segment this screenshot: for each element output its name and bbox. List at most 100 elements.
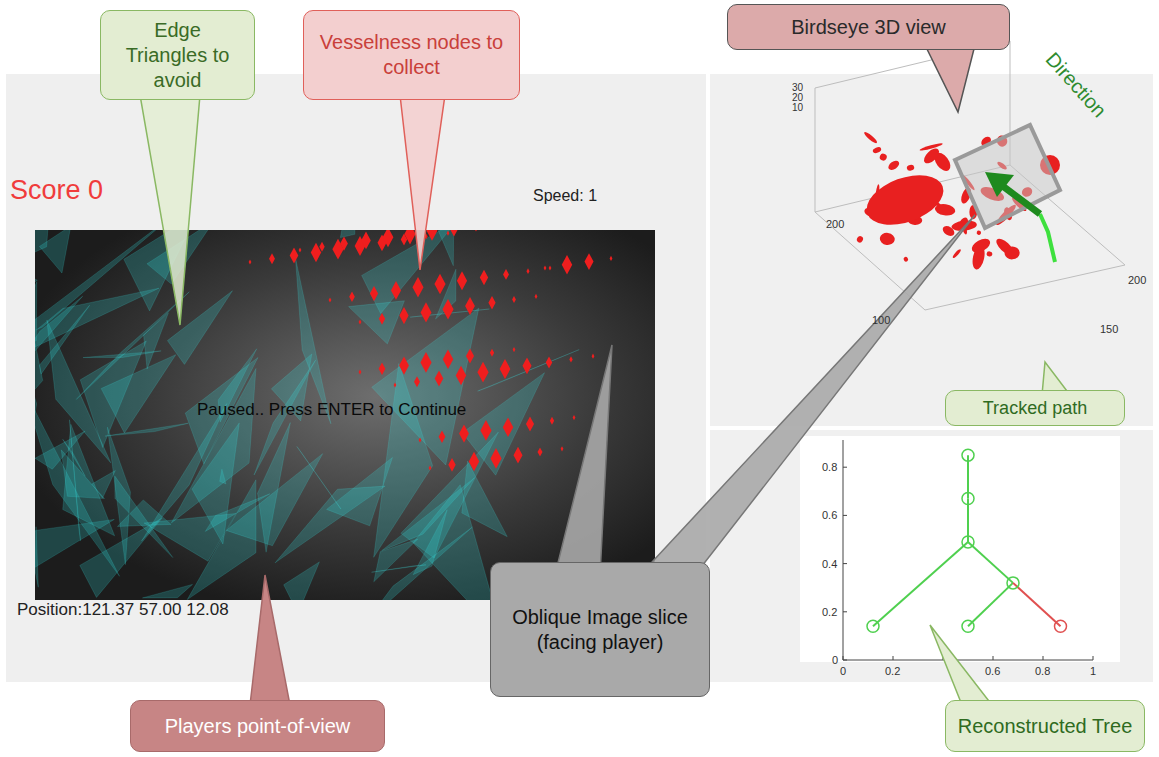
vesselness-node <box>449 230 459 237</box>
x-axis <box>843 660 1093 661</box>
annotation-callout: Reconstructed Tree <box>945 700 1145 752</box>
slice-rectangle <box>955 125 1060 228</box>
vesselness-node <box>434 274 445 295</box>
axis-tick-label: 0.6 <box>822 509 837 521</box>
vesselness-node <box>379 363 386 376</box>
vesselness-node <box>319 242 324 252</box>
callout-tail <box>930 625 992 705</box>
vesselness-node <box>394 382 397 387</box>
callout-tail <box>640 215 975 575</box>
birdseye-panel <box>710 74 1153 426</box>
tree-branch <box>968 542 1013 583</box>
edge-triangle <box>83 351 161 358</box>
vesselness-node <box>420 352 431 373</box>
edge-triangle <box>63 424 115 535</box>
edge-triangle <box>438 230 453 266</box>
vesselness-node <box>490 349 494 357</box>
tick <box>843 515 847 516</box>
edge-triangle <box>105 423 188 436</box>
vesselness-node <box>535 294 538 299</box>
vessel-blob <box>856 235 864 244</box>
tick <box>843 563 847 564</box>
vesselness-node <box>456 366 466 385</box>
vessel-blob <box>919 142 943 152</box>
vesselness-node <box>399 307 408 324</box>
vesselness-node <box>412 277 423 298</box>
direction-arrowhead <box>985 172 1014 197</box>
tick <box>843 656 844 660</box>
annotation-callout: Tracked path <box>945 390 1125 426</box>
vesselness-node <box>361 231 371 249</box>
vesselness-node <box>480 420 491 441</box>
edge-triangle <box>374 539 418 582</box>
vesselness-node <box>329 297 332 302</box>
vesselness-node <box>465 297 475 315</box>
vesselness-node <box>472 230 480 232</box>
tree-plot-area <box>800 436 1120 662</box>
axis-line <box>925 265 1125 310</box>
vesselness-node <box>503 417 514 437</box>
axis-tick-label: 100 <box>872 314 890 326</box>
tree-branch <box>1013 583 1061 626</box>
edge-triangle <box>284 562 320 600</box>
vessel-blob <box>872 146 882 154</box>
tick <box>993 656 994 660</box>
edge-triangle <box>39 230 70 273</box>
vesselness-node <box>477 362 488 383</box>
birdseye-plot <box>815 41 1125 310</box>
vesselness-node <box>359 369 362 374</box>
tree-node <box>1007 577 1019 589</box>
vesselness-node <box>546 357 552 369</box>
score-text: Score 0 <box>10 176 103 206</box>
vesselness-node <box>419 437 422 442</box>
annotation-callout: Oblique Image slice (facing player) <box>490 562 710 697</box>
vesselness-nodes <box>249 230 613 472</box>
edge-triangle <box>35 377 37 419</box>
edge-triangle <box>295 258 330 424</box>
vesselness-node <box>513 347 516 352</box>
vessel-blob <box>970 236 993 255</box>
vesselness-node <box>610 256 613 261</box>
axis-tick-label: 200 <box>826 218 844 230</box>
vesselness-node <box>269 253 275 264</box>
axis-tick-label: 0.6 <box>985 665 1000 677</box>
vesselness-node <box>443 349 454 369</box>
tick <box>843 660 847 661</box>
annotation-callout: Edge Triangles to avoid <box>100 10 255 100</box>
vesselness-node <box>549 265 552 270</box>
vesselness-node <box>435 371 444 387</box>
axis-tick-label: 1 <box>1090 665 1096 677</box>
vessel-blob <box>863 131 878 145</box>
annotation-callout: Birdseye 3D view <box>727 4 1010 50</box>
axis-tick-label: 0 <box>832 654 838 666</box>
callout-text: Oblique Image slice (facing player) <box>501 605 699 655</box>
axis-tick-label: 10 <box>792 102 803 113</box>
vesselness-node <box>439 431 446 444</box>
vesselness-node <box>538 447 543 456</box>
vesselness-node <box>584 253 593 270</box>
edge-triangle <box>349 301 405 344</box>
callout-text: Players point-of-view <box>165 714 351 739</box>
vesselness-node <box>544 265 547 270</box>
vesselness-node <box>427 230 438 241</box>
edge-triangles <box>35 230 579 600</box>
tick <box>1043 656 1044 660</box>
vesselness-node <box>513 447 522 464</box>
edge-triangle <box>401 432 498 558</box>
vesselness-node <box>379 313 385 325</box>
vessel-blob <box>976 230 982 236</box>
vesselness-node <box>448 458 455 472</box>
annotation-callout: Vesselness nodes to collect <box>303 10 520 100</box>
vesselness-node <box>290 248 299 264</box>
callout-tail <box>555 345 612 575</box>
vesselness-node <box>421 302 432 322</box>
vesselness-node <box>447 231 450 236</box>
vesselness-node <box>562 255 572 274</box>
tree-node <box>1055 620 1067 632</box>
vesselness-node <box>299 247 302 252</box>
callout-tail <box>250 575 290 705</box>
speed-text: Speed: 1 <box>533 187 597 205</box>
tree-node <box>962 449 974 461</box>
axis-tick-label: 0.8 <box>1035 665 1050 677</box>
